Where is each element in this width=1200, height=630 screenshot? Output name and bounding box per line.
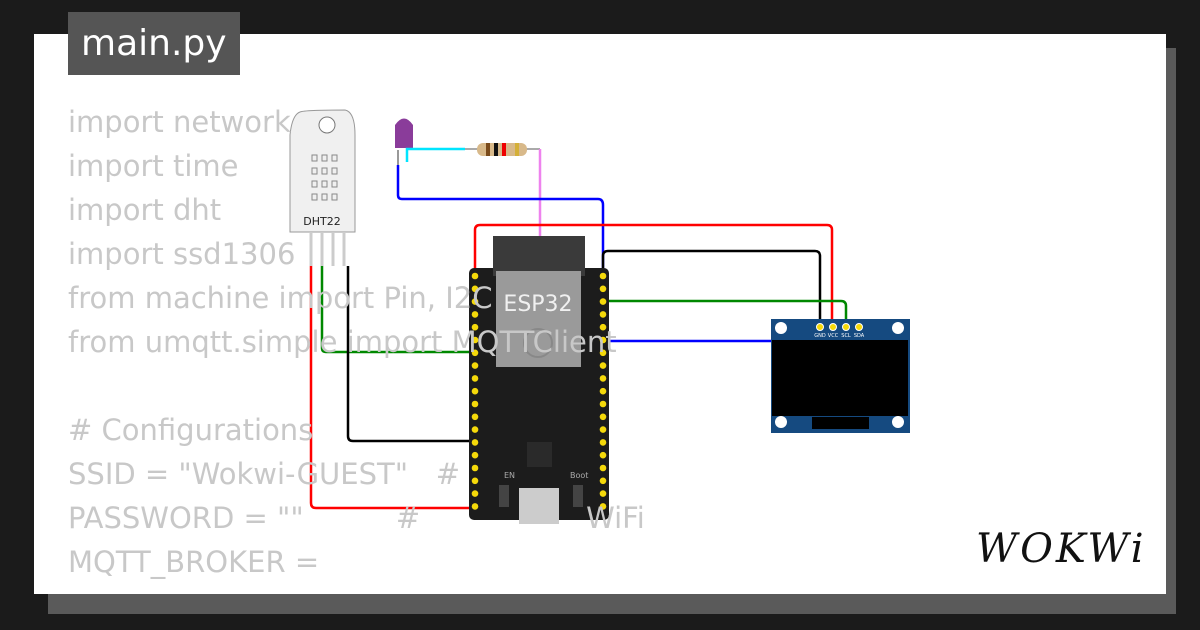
board-pin[interactable] (599, 400, 607, 408)
code-line: import time (68, 149, 239, 183)
esp32-board[interactable]: ESP32 EN Boot (469, 236, 609, 524)
board-pin[interactable] (471, 285, 479, 293)
oled-pin-gnd: GND (814, 333, 826, 339)
en-button-label: EN (504, 471, 515, 480)
code-line: import ssd1306 (68, 237, 296, 271)
board-pin[interactable] (471, 323, 479, 331)
board-pin[interactable] (599, 451, 607, 459)
dht22-sensor[interactable]: DHT22 (289, 109, 356, 266)
board-pin[interactable] (599, 439, 607, 446)
oled-pin-scl: SCL (841, 333, 851, 339)
board-pin[interactable] (599, 387, 607, 395)
board-pin[interactable] (599, 272, 607, 280)
board-pin[interactable] (599, 464, 607, 472)
board-pin[interactable] (599, 298, 607, 305)
code-line: SSID = "Wokwi-GUEST" # (68, 457, 461, 491)
board-pin[interactable] (599, 490, 607, 497)
board-pin[interactable] (471, 336, 479, 344)
oled-pin-vcc: VCC (828, 333, 839, 339)
oled-display[interactable]: GND VCC SCL SDA (771, 319, 910, 433)
board-pin[interactable] (599, 477, 607, 485)
board-pin[interactable] (471, 311, 479, 318)
code-line: PASSWORD = "" # WiFi (68, 501, 645, 535)
board-pin[interactable] (471, 464, 479, 472)
code-line: from machine import Pin, I2C (68, 281, 493, 315)
board-pin[interactable] (471, 490, 479, 497)
board-pin[interactable] (471, 298, 479, 305)
board-pin[interactable] (471, 272, 479, 280)
board-pin[interactable] (471, 400, 479, 408)
code-line: import dht (68, 193, 222, 227)
circuit-diagram: DHT22 ESP32 (289, 109, 910, 524)
oled-pin-sda: SDA (854, 333, 865, 339)
board-pin[interactable] (471, 349, 479, 357)
code-line: MQTT_BROKER = (68, 545, 329, 579)
boot-button-label: Boot (570, 471, 588, 480)
board-pin[interactable] (471, 503, 479, 510)
board-pin[interactable] (599, 503, 607, 510)
board-pin[interactable] (471, 426, 479, 433)
board-pin[interactable] (471, 375, 479, 382)
board-pin[interactable] (599, 426, 607, 433)
board-pin[interactable] (471, 439, 479, 446)
board-pin[interactable] (471, 387, 479, 395)
board-label: ESP32 (503, 292, 572, 317)
preview-panel: DHT22 ESP32 (34, 34, 1166, 594)
code-line: import network (68, 105, 291, 139)
code-background: import network import time import dht im… (68, 100, 645, 584)
board-pin[interactable] (599, 285, 607, 293)
resistor[interactable] (465, 143, 540, 156)
wokwi-logo: WOKWi (976, 526, 1147, 572)
board-pin[interactable] (599, 323, 607, 331)
code-line: from umqtt.simple import MQTTClient (68, 325, 617, 359)
board-pin[interactable] (471, 477, 479, 485)
en-button[interactable] (499, 485, 509, 507)
board-pin[interactable] (471, 413, 479, 421)
board-pin[interactable] (599, 336, 607, 344)
board-pin[interactable] (599, 375, 607, 382)
sensor-label: DHT22 (303, 215, 340, 228)
board-pin[interactable] (471, 362, 479, 369)
code-line: # Configurations (68, 413, 314, 447)
boot-button[interactable] (573, 485, 583, 507)
board-pin[interactable] (599, 349, 607, 357)
board-pin[interactable] (599, 362, 607, 369)
board-pin[interactable] (599, 413, 607, 421)
board-pin[interactable] (599, 311, 607, 318)
board-pin[interactable] (471, 451, 479, 459)
file-title: main.py (68, 12, 240, 75)
